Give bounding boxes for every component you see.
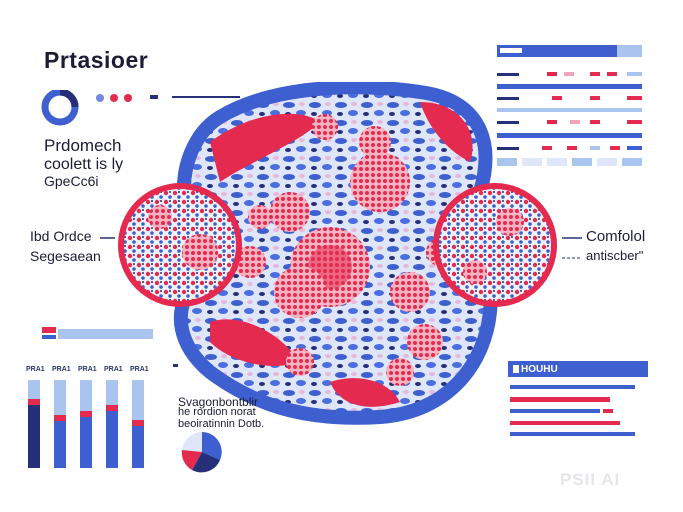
- description-line-1: Prdomech: [44, 136, 122, 155]
- panel-row-1: [497, 72, 642, 76]
- bar-fill-5: [132, 420, 144, 468]
- right-label-2: antiscber": [586, 248, 644, 263]
- panel-header-bar: [497, 45, 642, 57]
- note-line-3: beoiratinnin Dotb.: [178, 418, 265, 430]
- watermark: PSII AI: [560, 470, 621, 489]
- bar-accent-4: [106, 405, 118, 411]
- right-label-1: Comfolol: [586, 228, 646, 245]
- bar-fill-3: [80, 411, 92, 468]
- left-label-1: Ibd Ordce: [30, 228, 92, 244]
- bar-fill-1: [28, 399, 40, 468]
- panel-row-3: [497, 120, 642, 124]
- legend-row: [41, 90, 240, 126]
- donut-icon: [41, 90, 79, 126]
- panel-title: HOUHU: [521, 364, 558, 375]
- bottom-right-panel: [508, 361, 648, 436]
- bar-label-1: PRA1: [26, 366, 45, 373]
- description-line-3: GpeCc6i: [44, 173, 99, 189]
- legend-dot-blue: [96, 94, 104, 102]
- note-marker: [173, 364, 178, 367]
- bar-label-2: PRA1: [52, 366, 71, 373]
- left-label-2: Segesaean: [30, 248, 101, 264]
- legend-dot-red: [110, 94, 118, 102]
- bar-label-3: PRA1: [78, 366, 97, 373]
- bar-chart: PRA1 PRA1 PRA1 PRA1 PRA1: [26, 366, 168, 476]
- panel-row-2: [497, 96, 642, 100]
- pie-icon: [181, 432, 222, 473]
- description-line-2: coolett is ly: [44, 156, 124, 173]
- legend-bar: [150, 95, 158, 99]
- note-line-2: he rordion norat: [178, 406, 256, 418]
- top-right-panel: [497, 45, 642, 166]
- bar-accent-1: [28, 399, 40, 405]
- bar-chart-header: [42, 327, 153, 339]
- bar-fill-2: [54, 415, 66, 468]
- legend-dot-red-2: [124, 94, 132, 102]
- panel-title-bar: [508, 361, 648, 377]
- bar-accent-2: [54, 415, 66, 421]
- bar-accent-5: [132, 420, 144, 426]
- note-line-1: Svagonbontblir: [178, 395, 259, 409]
- bar-label-5: PRA1: [130, 366, 149, 373]
- panel-row-4: [497, 146, 642, 150]
- bar-fill-4: [106, 405, 118, 468]
- bar-accent-3: [80, 411, 92, 417]
- tissue-illustration: [118, 82, 557, 425]
- page-title: Prtasioer: [44, 47, 149, 73]
- bar-label-4: PRA1: [104, 366, 123, 373]
